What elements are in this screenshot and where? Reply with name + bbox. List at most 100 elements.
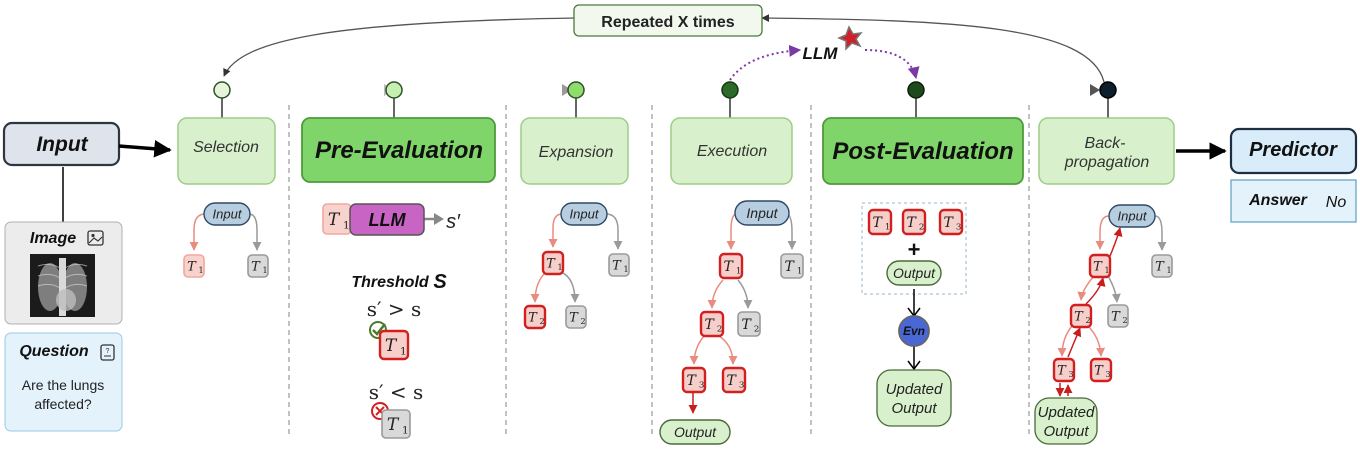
execution-input-node-label: Input bbox=[746, 205, 778, 221]
chest-xray-image bbox=[30, 254, 95, 317]
backprop-t1-red-sub: 1 bbox=[1105, 266, 1110, 275]
backprop-updated-output-line2: Output bbox=[1043, 423, 1089, 440]
backprop-t3-red-b-sub: 3 bbox=[1106, 370, 1111, 379]
stage-expansion: Expansion bbox=[520, 117, 629, 185]
stage-execution: Execution bbox=[670, 117, 793, 185]
stage-expansion-label: Expansion bbox=[539, 144, 614, 161]
execution-t1-gray-t: T bbox=[785, 259, 796, 275]
stage-post-evaluation-label: Post-Evaluation bbox=[832, 138, 1013, 165]
execution-output-node: Output bbox=[659, 419, 731, 445]
execution-t2-gray-sub: 2 bbox=[754, 325, 760, 335]
expansion-t1-gray-sub: 1 bbox=[624, 265, 629, 274]
image-label: Image bbox=[30, 230, 76, 247]
pre-eval-t1-rejected-t: T bbox=[387, 415, 400, 435]
execution-t3-red-b-sub: 3 bbox=[739, 381, 745, 391]
threshold-label: Threshold bbox=[351, 274, 430, 291]
selection-t1-gray-sub: 1 bbox=[263, 266, 268, 275]
execution-output-node-label: Output bbox=[674, 424, 717, 440]
answer-value: No bbox=[1326, 194, 1347, 211]
backprop-tree bbox=[1055, 215, 1167, 397]
timeline-dot-selection bbox=[213, 81, 231, 99]
star-icon bbox=[837, 25, 863, 51]
backprop-t3-red-a-t: T bbox=[1057, 364, 1067, 379]
post-eval-output-node-label: Output bbox=[893, 265, 936, 281]
question-text-line1: Are the lungs bbox=[22, 377, 105, 393]
evn-label: Evn bbox=[903, 324, 925, 338]
backprop-updated-output-line1: Updated bbox=[1038, 404, 1095, 421]
backprop-t2-gray-sub: 2 bbox=[1123, 316, 1128, 325]
answer-box bbox=[1230, 179, 1357, 223]
backprop-t1-red-t: T bbox=[1093, 260, 1103, 275]
expansion-t1-gray-t: T bbox=[612, 259, 622, 274]
s-prime-label: s′ bbox=[446, 211, 461, 233]
threshold-symbol: S bbox=[433, 271, 447, 293]
post-eval-t2-t: T bbox=[907, 215, 918, 231]
pre-eval-llm-row: s′ bbox=[424, 211, 461, 233]
stage-separators bbox=[288, 105, 1030, 434]
plus-sign: + bbox=[908, 237, 921, 262]
post-eval-flow: + Evn bbox=[861, 202, 967, 371]
execution-t3-red-b-t: T bbox=[727, 373, 738, 389]
execution-t3-red-a-t: T bbox=[687, 373, 698, 389]
stage-backprop-label-line2: propagation bbox=[1064, 154, 1150, 171]
backprop-t3-red-b-t: T bbox=[1094, 364, 1104, 379]
post-eval-t1-sub: 1 bbox=[885, 223, 891, 233]
stage-execution-label: Execution bbox=[697, 143, 767, 160]
execution-t1-red-t: T bbox=[724, 259, 735, 275]
predictor-box bbox=[1229, 127, 1358, 175]
backprop-t1-gray-sub: 1 bbox=[1167, 266, 1172, 275]
execution-t2-red-t: T bbox=[705, 317, 716, 333]
loop-label: Repeated X times bbox=[601, 14, 734, 31]
timeline bbox=[213, 81, 1117, 118]
llm-call: LLM bbox=[729, 25, 920, 81]
timeline-dot-post-evaluation bbox=[907, 81, 925, 99]
selection-t1-gray-t: T bbox=[251, 260, 261, 275]
timeline-dot-execution bbox=[721, 81, 739, 99]
stage-selection: Selection bbox=[177, 117, 276, 185]
image-icon bbox=[87, 230, 104, 246]
answer-label: Answer bbox=[1248, 192, 1308, 209]
loop-arc bbox=[223, 14, 1105, 83]
pre-eval-t1-accepted-sub: 1 bbox=[400, 345, 407, 357]
input-title: Input bbox=[36, 133, 88, 156]
expansion-t1-red-t: T bbox=[546, 257, 556, 272]
stage-pre-evaluation-label: Pre-Evaluation bbox=[315, 137, 483, 164]
threshold-block: Threshold S s′ > s s′ < s bbox=[351, 271, 447, 420]
pre-eval-llm-label: LLM bbox=[369, 210, 407, 230]
backprop-t1-gray-t: T bbox=[1155, 260, 1165, 275]
post-eval-updated-output-line1: Updated bbox=[886, 381, 943, 398]
execution-t2-gray-t: T bbox=[742, 317, 753, 333]
input-box bbox=[2, 121, 121, 167]
post-eval-t2-sub: 2 bbox=[919, 223, 925, 233]
expansion-t2-red-t: T bbox=[528, 311, 538, 326]
input-panel: Input Image Question ? Are the lungs aff… bbox=[2, 121, 172, 432]
execution-t1-gray-sub: 1 bbox=[797, 267, 803, 277]
question-card bbox=[4, 332, 123, 432]
backprop-t2-red-t: T bbox=[1074, 310, 1084, 325]
post-eval-updated-output-line2: Output bbox=[891, 400, 937, 417]
backprop-t2-gray-t: T bbox=[1111, 310, 1121, 325]
timeline-dot-expansion bbox=[567, 81, 585, 99]
expansion-t2-red-sub: 2 bbox=[540, 317, 545, 326]
cond-less: s′ < s bbox=[369, 380, 424, 404]
expansion-t2-gray-t: T bbox=[569, 311, 579, 326]
